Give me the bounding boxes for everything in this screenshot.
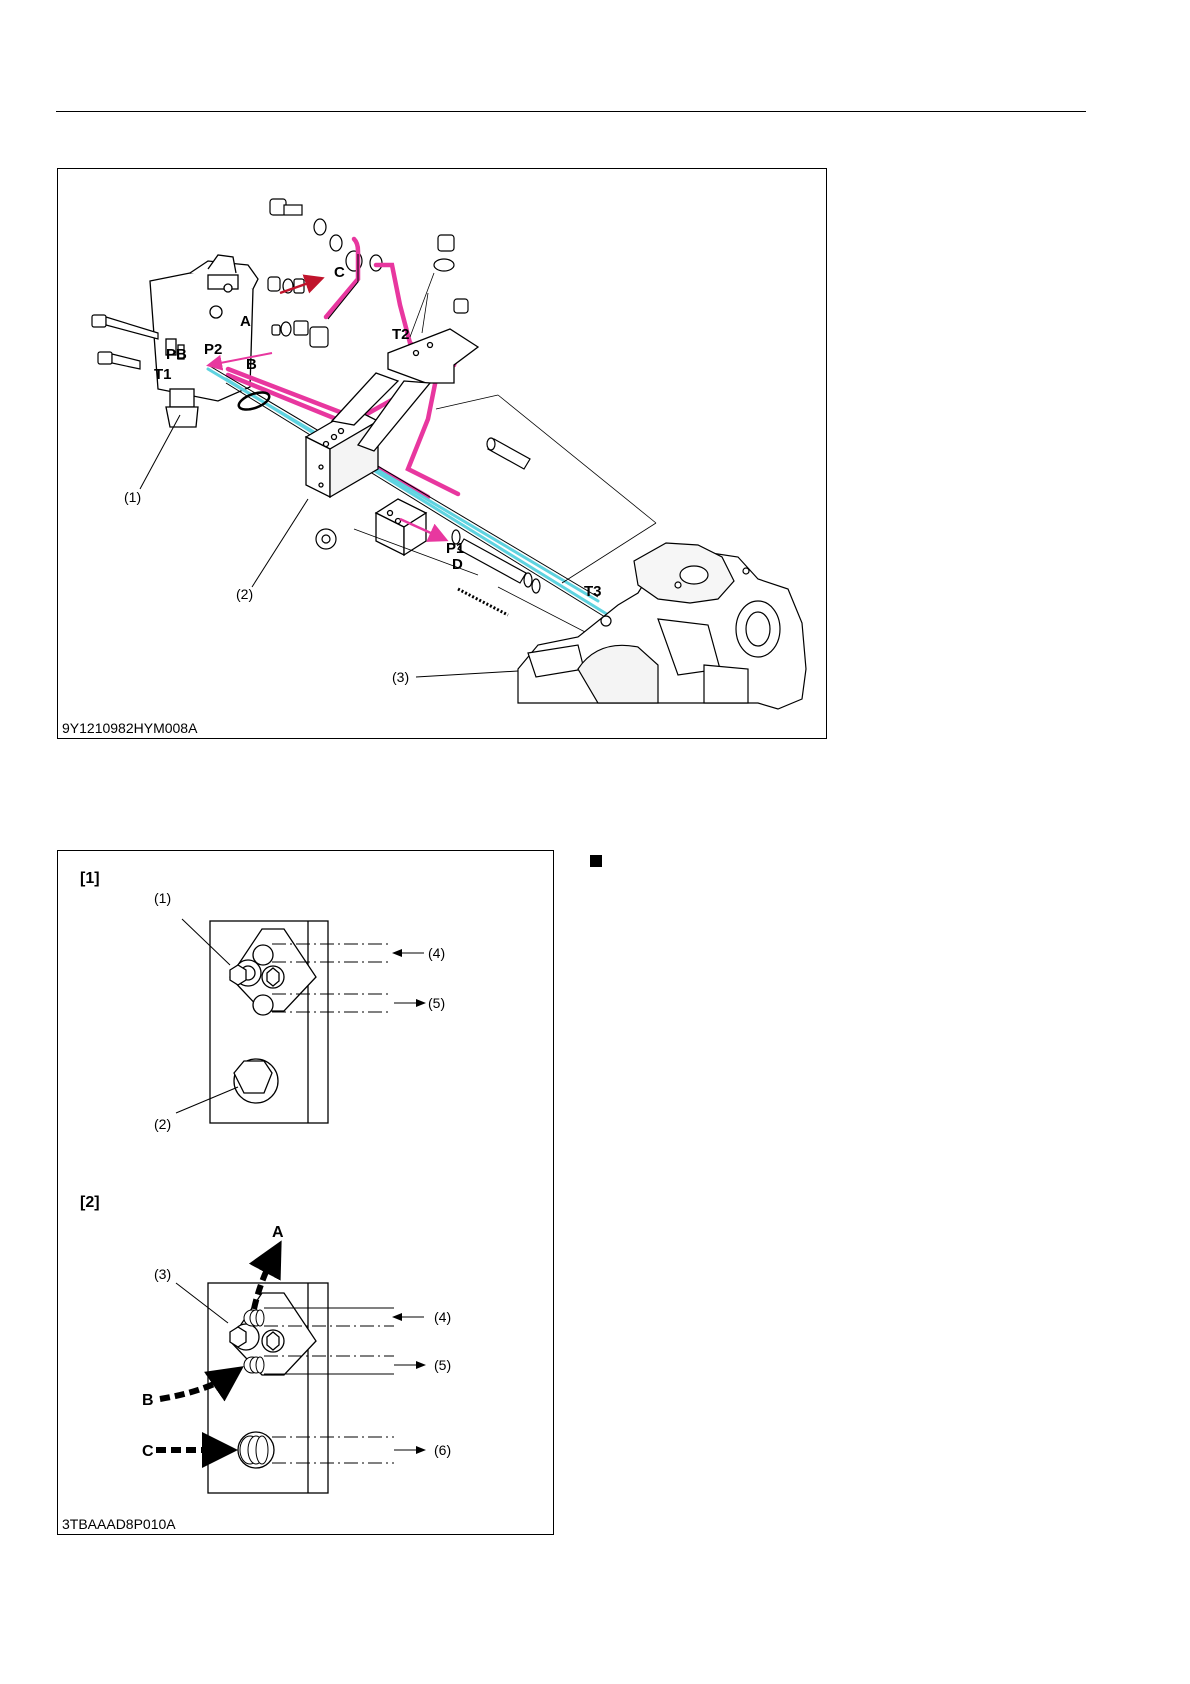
hydraulic-assembly-drawing: C A B PB P2 T1 T2 P1 D T3 (1) (2) (3) <box>58 169 828 740</box>
bullet-square <box>590 855 602 867</box>
valve-bolts <box>92 315 158 369</box>
section-1-block <box>210 921 328 1123</box>
s1-callout-5: (5) <box>428 995 445 1011</box>
s2-callout-4: (4) <box>434 1309 451 1325</box>
section-2-title: [2] <box>80 1194 100 1211</box>
callout-3: (3) <box>392 669 409 685</box>
port-label-t2: T2 <box>392 326 410 343</box>
nut <box>316 529 336 549</box>
s2-flow-label-c: C <box>142 1443 154 1460</box>
port-detail-figure: [1] [2] (1) (2) (4) (5) (3) (4) (5) (6) … <box>57 850 554 1535</box>
port-label-a: A <box>240 313 251 330</box>
s1-callout-2: (2) <box>154 1116 171 1132</box>
figure-code: 3TBAAAD8P010A <box>62 1516 176 1532</box>
s2-callout-3: (3) <box>154 1266 171 1282</box>
port-label-d: D <box>452 556 463 573</box>
s2-flow-label-b: B <box>142 1392 154 1409</box>
return-lines <box>208 369 618 621</box>
s2-callout-6: (6) <box>434 1442 451 1458</box>
port-label-p1: P1 <box>446 540 464 557</box>
port-label-p2: P2 <box>204 341 222 358</box>
header-rule <box>56 111 1086 112</box>
figure-code: 9Y1210982HYM008A <box>62 720 197 736</box>
section-1-title: [1] <box>80 870 100 887</box>
banjo-bolts <box>270 199 468 313</box>
s1-callout-1: (1) <box>154 890 171 906</box>
s2-callout-5: (5) <box>434 1357 451 1373</box>
transmission-housing <box>518 543 806 709</box>
callout-1: (1) <box>124 489 141 505</box>
port-detail-drawing: [1] [2] (1) (2) (4) (5) (3) (4) (5) (6) … <box>58 851 555 1536</box>
port-label-pb: PB <box>166 346 187 363</box>
s1-callout-4: (4) <box>428 945 445 961</box>
port-label-t1: T1 <box>154 366 172 383</box>
port-label-t3: T3 <box>584 583 602 600</box>
s2-flow-label-a: A <box>272 1224 284 1241</box>
port-label-b: B <box>246 356 257 373</box>
port-label-c: C <box>334 264 345 281</box>
hydraulic-assembly-figure: C A B PB P2 T1 T2 P1 D T3 (1) (2) (3) 9Y… <box>57 168 827 739</box>
callout-2: (2) <box>236 586 253 602</box>
section-2-block <box>208 1283 328 1493</box>
